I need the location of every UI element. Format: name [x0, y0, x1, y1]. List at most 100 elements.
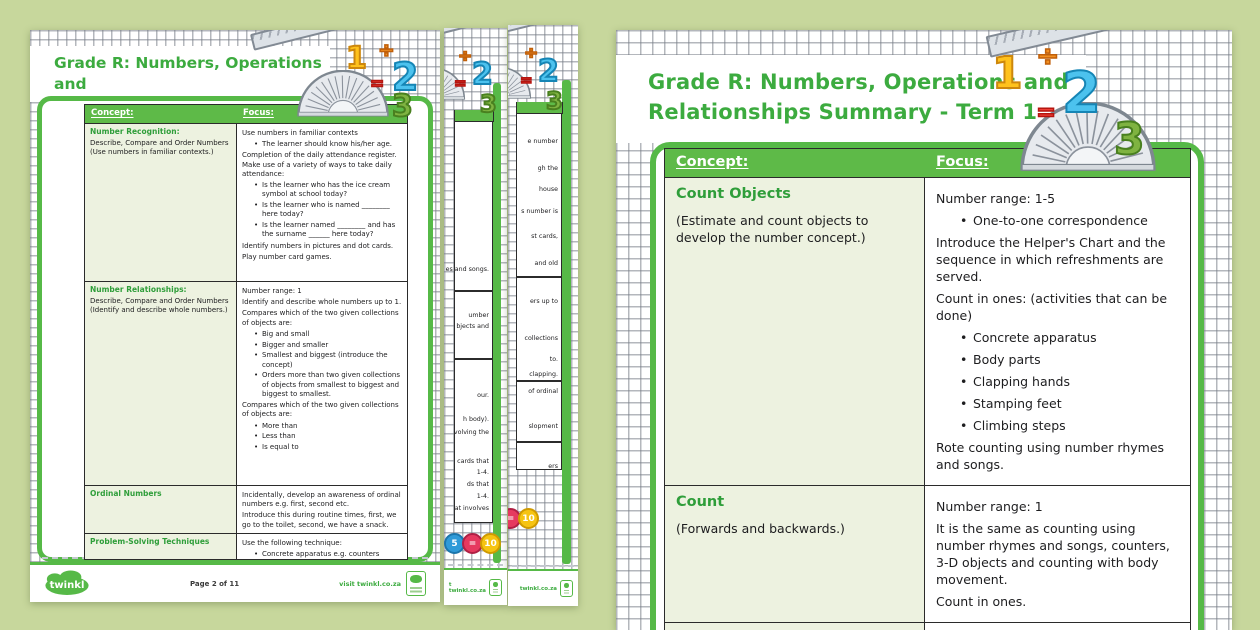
concept-cell: Ordinal Numbers	[85, 486, 237, 533]
page-footer: t twinkl.co.za	[444, 568, 507, 605]
concept-column-header: Concept:	[676, 154, 749, 171]
focus-bullet-item: Is the learner who has the ice cream sym…	[254, 181, 402, 199]
focus-bullet-list: More thanLess thanIs equal to	[242, 422, 402, 453]
focus-bullet-item: Concrete apparatus	[960, 329, 1179, 346]
focus-paragraph: It is the same as counting using number …	[936, 521, 1170, 587]
concept-heading: Count Objects	[676, 186, 791, 202]
focus-bullet-item: Climbing steps	[960, 417, 1179, 434]
focus-bullet-item: Smallest and biggest (introduce the conc…	[254, 351, 402, 369]
quality-approved-badge-icon	[489, 579, 502, 596]
focus-paragraph: Completion of the daily attendance regis…	[242, 151, 397, 178]
page-fragment-text: at involves	[454, 505, 489, 512]
document-page-1: Grade R: Numbers, Operations and Relatio…	[30, 30, 440, 602]
page-footer: twinkl Page 2 of 11 visit twinkl.co.za	[30, 562, 440, 602]
concept-cell: Count Objects (Estimate and count objects…	[665, 178, 925, 485]
table-row-divider	[516, 380, 562, 382]
focus-cell: Number range:Number symbols: 1Number nam…	[925, 623, 1190, 630]
page-fragment-text: and old	[534, 260, 558, 267]
page-fragment-text: 1-4.	[476, 469, 489, 476]
cut-line	[512, 565, 574, 567]
focus-bullet-item: One-to-one correspondence	[960, 212, 1179, 229]
page-fragment-text: s number is	[521, 208, 558, 215]
page-fragment-text: ds that	[466, 481, 489, 488]
table-fragment: es and songs. umber bjects and our. h body).…	[446, 110, 494, 523]
quality-approved-badge-icon	[560, 580, 573, 597]
focus-paragraph: Number range: 1	[936, 499, 1043, 514]
page-fragment-text: to.	[549, 356, 558, 363]
page-footer: twinkl.co.za	[508, 569, 578, 606]
focus-paragraph: Number range: 1	[242, 287, 302, 295]
table-row: Number Relationships:Describe, Compare a…	[85, 281, 407, 485]
page-title-line2: Relationships Summary - Term 1	[648, 100, 1038, 124]
focus-bullet-item: Is the learner who is named ________ her…	[254, 201, 402, 219]
focus-paragraph: Identify numbers in pictures and dot car…	[242, 241, 394, 250]
page-fragment-text: gh the	[537, 165, 558, 172]
table-row: Number Recognition:Describe, Compare and…	[85, 123, 407, 281]
table-row-divider	[516, 441, 562, 443]
page-fragment-text: bjects and	[456, 323, 489, 330]
focus-paragraph: Introduce this during routine times, fir…	[242, 511, 397, 529]
focus-bullet-item: Body parts	[960, 351, 1179, 368]
focus-bullet-list: Is the learner who has the ice cream sym…	[242, 181, 402, 239]
focus-bullet-item: Stamping feet	[960, 395, 1179, 412]
concept-line: (Estimate and count objects to develop t…	[676, 212, 869, 245]
focus-bullet-item: Concrete apparatus e.g. counters	[254, 550, 402, 559]
concept-heading: Ordinal Numbers	[90, 489, 162, 498]
page-title-line1: Grade R: Numbers, Operations and	[54, 54, 322, 93]
focus-column-header: Focus:	[243, 108, 274, 119]
page-fragment-text: e number	[527, 138, 558, 145]
focus-bullet-item: The learner should know his/her age.	[254, 140, 402, 149]
focus-paragraph: Identify and describe whole numbers up t…	[242, 298, 402, 307]
table-row-divider	[454, 290, 493, 292]
focus-paragraph: Compares which of the two given collecti…	[242, 401, 399, 419]
focus-column-header: Focus:	[936, 154, 989, 171]
focus-bullet-item: Big and small	[254, 330, 402, 339]
page-fragment-text: volving the	[453, 429, 489, 436]
table-header-row: Concept: Focus:	[665, 149, 1190, 177]
table-row: Problem-Solving Techniques Use the follow…	[85, 533, 407, 559]
focus-paragraph: Count in ones: (activities that can be d…	[936, 291, 1168, 323]
page-title: Grade R: Numbers, Operations and Relatio…	[616, 55, 1086, 127]
page-fragment-text: 1-4.	[476, 493, 489, 500]
concept-focus-table: Concept: Focus: Count Objects (Estimate and…	[664, 148, 1191, 630]
concept-line: (Use numbers in familiar contexts.)	[90, 148, 214, 157]
focus-bullet-list: One-to-one correspondence	[936, 212, 1179, 229]
page-fragment-text: ers up to	[529, 298, 558, 305]
focus-cell: Number range: 1 It is the same as countin…	[925, 486, 1190, 622]
visit-twinkl-link: twinkl.co.za	[519, 585, 557, 592]
focus-cell: Use numbers in familiar contextsThe lear…	[237, 124, 407, 281]
concept-cell: Number Symbols and Number Names(Recognis…	[665, 623, 925, 630]
page-fragment-text: house	[539, 186, 558, 193]
concept-cell: Count (Forwards and backwards.)	[665, 486, 925, 622]
focus-bullet-item: Orders more than two given collections o…	[254, 371, 402, 399]
focus-paragraph: Use the following technique:	[242, 539, 342, 547]
concept-heading: Count	[676, 494, 725, 510]
page-fragment-text: es and songs.	[445, 266, 489, 273]
number-counter-icon: =	[462, 533, 483, 554]
page-fragment-text: h body).	[462, 416, 489, 423]
page-fragment-text: slopment	[528, 423, 558, 430]
focus-paragraph: Number range: 1-5	[936, 191, 1056, 206]
concept-cell: Number Recognition:Describe, Compare and…	[85, 124, 237, 281]
focus-paragraph: Count in ones.	[936, 594, 1027, 609]
focus-cell: Number range: 1-5One-to-one corresponden…	[925, 178, 1190, 485]
concept-heading: Problem-Solving Techniques	[90, 537, 210, 546]
page-fragment-text: our.	[477, 392, 489, 399]
focus-paragraph: Introduce the Helper's Chart and the seq…	[936, 235, 1166, 284]
focus-bullet-item: Is the learner named ________ and has th…	[254, 221, 402, 239]
focus-bullet-item: Is equal to	[254, 443, 402, 452]
page-frame-edge	[562, 80, 571, 564]
focus-paragraph: Use numbers in familiar contexts	[242, 129, 358, 137]
concept-line: (Forwards and backwards.)	[676, 520, 845, 536]
table-row-divider	[454, 358, 493, 360]
table-header-fragment	[515, 102, 563, 114]
document-page-zoomed: Grade R: Numbers, Operations and Relatio…	[616, 30, 1232, 630]
focus-paragraph: Rote counting using number rhymes and so…	[936, 440, 1165, 472]
quality-approved-badge-icon	[406, 571, 426, 596]
visit-twinkl-link: visit twinkl.co.za	[339, 579, 401, 588]
page-fragment-text: clapping.	[529, 371, 558, 378]
page-fragment-text: umber	[468, 312, 489, 319]
focus-paragraph: Compares which of the two given collecti…	[242, 309, 399, 327]
